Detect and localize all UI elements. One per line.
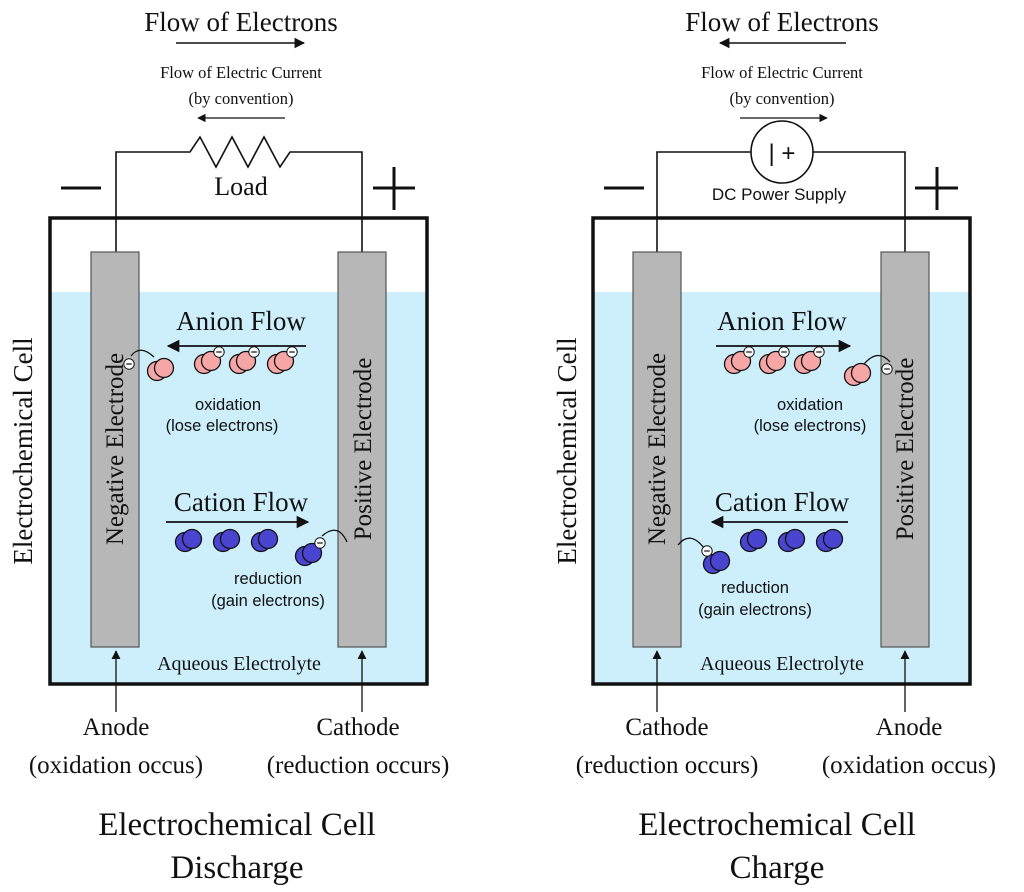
charge-electrolyte-label: Aqueous Electrolyte bbox=[700, 653, 864, 675]
cation-ion bbox=[250, 528, 279, 553]
anion-ion bbox=[146, 357, 175, 382]
electron-icon bbox=[213, 346, 225, 358]
charge-oxidation-label-2: (lose electrons) bbox=[754, 417, 867, 435]
cation-ion bbox=[739, 528, 768, 553]
cation-ion bbox=[212, 528, 241, 553]
charge-left-role-2: (reduction occurs) bbox=[576, 752, 759, 779]
discharge-panel: Flow of Electrons Flow of Electric Curre… bbox=[8, 7, 449, 886]
charge-reduction-label-2: (gain electrons) bbox=[698, 601, 812, 619]
charge-caption-2: Charge bbox=[730, 850, 825, 886]
charge-caption-1: Electrochemical Cell bbox=[638, 807, 916, 843]
discharge-reducing-cation bbox=[294, 529, 348, 567]
discharge-oxidation-label-2: (lose electrons) bbox=[166, 417, 279, 435]
charge-cation-group bbox=[739, 528, 844, 553]
electron-transfer-arc bbox=[863, 354, 891, 365]
discharge-positive-electrode-label: Positive Electrode bbox=[350, 358, 377, 541]
charge-left-role-1: Cathode bbox=[625, 714, 708, 741]
charge-positive-electrode bbox=[880, 251, 930, 648]
charge-reducing-cation bbox=[677, 537, 731, 575]
charge-anion-flow-label: Anion Flow bbox=[717, 306, 847, 336]
discharge-oxidation-label-1: oxidation bbox=[195, 396, 261, 414]
discharge-current-label-1: Flow of Electric Current bbox=[160, 63, 322, 82]
discharge-right-role-1: Cathode bbox=[316, 714, 399, 741]
charge-supply-label: DC Power Supply bbox=[712, 185, 847, 204]
charge-anion-group bbox=[723, 346, 825, 375]
cation-ion bbox=[174, 528, 203, 553]
charge-dc-supply-symbol bbox=[750, 120, 814, 184]
electron-icon bbox=[813, 346, 825, 358]
discharge-caption-1: Electrochemical Cell bbox=[98, 807, 376, 843]
charge-right-role-1: Anode bbox=[876, 714, 943, 741]
cation-ion bbox=[815, 528, 844, 553]
discharge-cation-group bbox=[174, 528, 279, 553]
charge-current-label-2: (by convention) bbox=[730, 89, 835, 108]
electron-icon bbox=[743, 346, 755, 358]
electron-icon bbox=[286, 346, 298, 358]
charge-cell-label: Electrochemical Cell bbox=[552, 337, 582, 564]
electron-transfer-arc bbox=[130, 349, 155, 358]
discharge-right-role-2: (reduction occurs) bbox=[267, 752, 450, 779]
discharge-caption-2: Discharge bbox=[170, 850, 303, 886]
charge-oxidizing-anion bbox=[843, 354, 893, 387]
electron-transfer-arc bbox=[677, 537, 705, 549]
anion-ion bbox=[193, 346, 225, 375]
discharge-anion-flow-label: Anion Flow bbox=[176, 306, 306, 336]
anion-ion bbox=[843, 362, 872, 387]
discharge-reduction-label-1: reduction bbox=[234, 570, 302, 588]
discharge-load-label: Load bbox=[214, 172, 267, 201]
discharge-negative-electrode-label: Negative Electrode bbox=[102, 353, 129, 545]
discharge-cell-container bbox=[48, 216, 429, 686]
electron-icon bbox=[881, 363, 893, 375]
discharge-current-label-2: (by convention) bbox=[189, 89, 294, 108]
discharge-anion-group bbox=[193, 346, 298, 375]
electron-icon bbox=[314, 537, 326, 549]
discharge-cell-label: Electrochemical Cell bbox=[8, 337, 38, 564]
anion-ion bbox=[228, 346, 260, 375]
charge-negative-electrode bbox=[632, 251, 682, 648]
discharge-negative-electrode bbox=[90, 251, 140, 648]
discharge-positive-electrode bbox=[337, 251, 387, 648]
cation-ion bbox=[702, 550, 731, 575]
anion-ion bbox=[723, 346, 755, 375]
charge-current-label-1: Flow of Electric Current bbox=[701, 63, 863, 82]
electron-icon bbox=[701, 545, 713, 557]
charge-positive-electrode-label: Positive Electrode bbox=[892, 358, 919, 541]
electron-icon bbox=[123, 358, 135, 370]
discharge-left-role-2: (oxidation occus) bbox=[29, 752, 203, 779]
charge-reduction-label-1: reduction bbox=[721, 579, 789, 597]
discharge-electron-flow-label: Flow of Electrons bbox=[144, 7, 337, 37]
discharge-electrolyte-label: Aqueous Electrolyte bbox=[157, 653, 321, 675]
discharge-oxidizing-anion bbox=[123, 349, 175, 382]
charge-negative-electrode-label: Negative Electrode bbox=[644, 353, 671, 545]
anion-ion bbox=[793, 346, 825, 375]
discharge-circuit-wire bbox=[115, 135, 363, 252]
discharge-cation-flow-label: Cation Flow bbox=[174, 487, 309, 517]
charge-panel: Flow of Electrons Flow of Electric Curre… bbox=[552, 7, 996, 886]
discharge-reduction-label-2: (gain electrons) bbox=[211, 592, 325, 610]
charge-cell-container bbox=[591, 216, 972, 686]
discharge-left-role-1: Anode bbox=[83, 714, 150, 741]
anion-ion bbox=[266, 346, 298, 375]
charge-cation-flow-label: Cation Flow bbox=[715, 487, 850, 517]
cation-ion bbox=[294, 542, 323, 567]
anion-ion bbox=[758, 346, 790, 375]
electron-icon bbox=[778, 346, 790, 358]
charge-oxidation-label-1: oxidation bbox=[777, 396, 843, 414]
charge-electron-flow-label: Flow of Electrons bbox=[685, 7, 878, 37]
cation-ion bbox=[777, 528, 806, 553]
electron-transfer-arc bbox=[321, 529, 348, 543]
charge-right-role-2: (oxidation occus) bbox=[822, 752, 996, 779]
electron-icon bbox=[248, 346, 260, 358]
charge-dc-supply-sign: | + bbox=[769, 140, 796, 167]
